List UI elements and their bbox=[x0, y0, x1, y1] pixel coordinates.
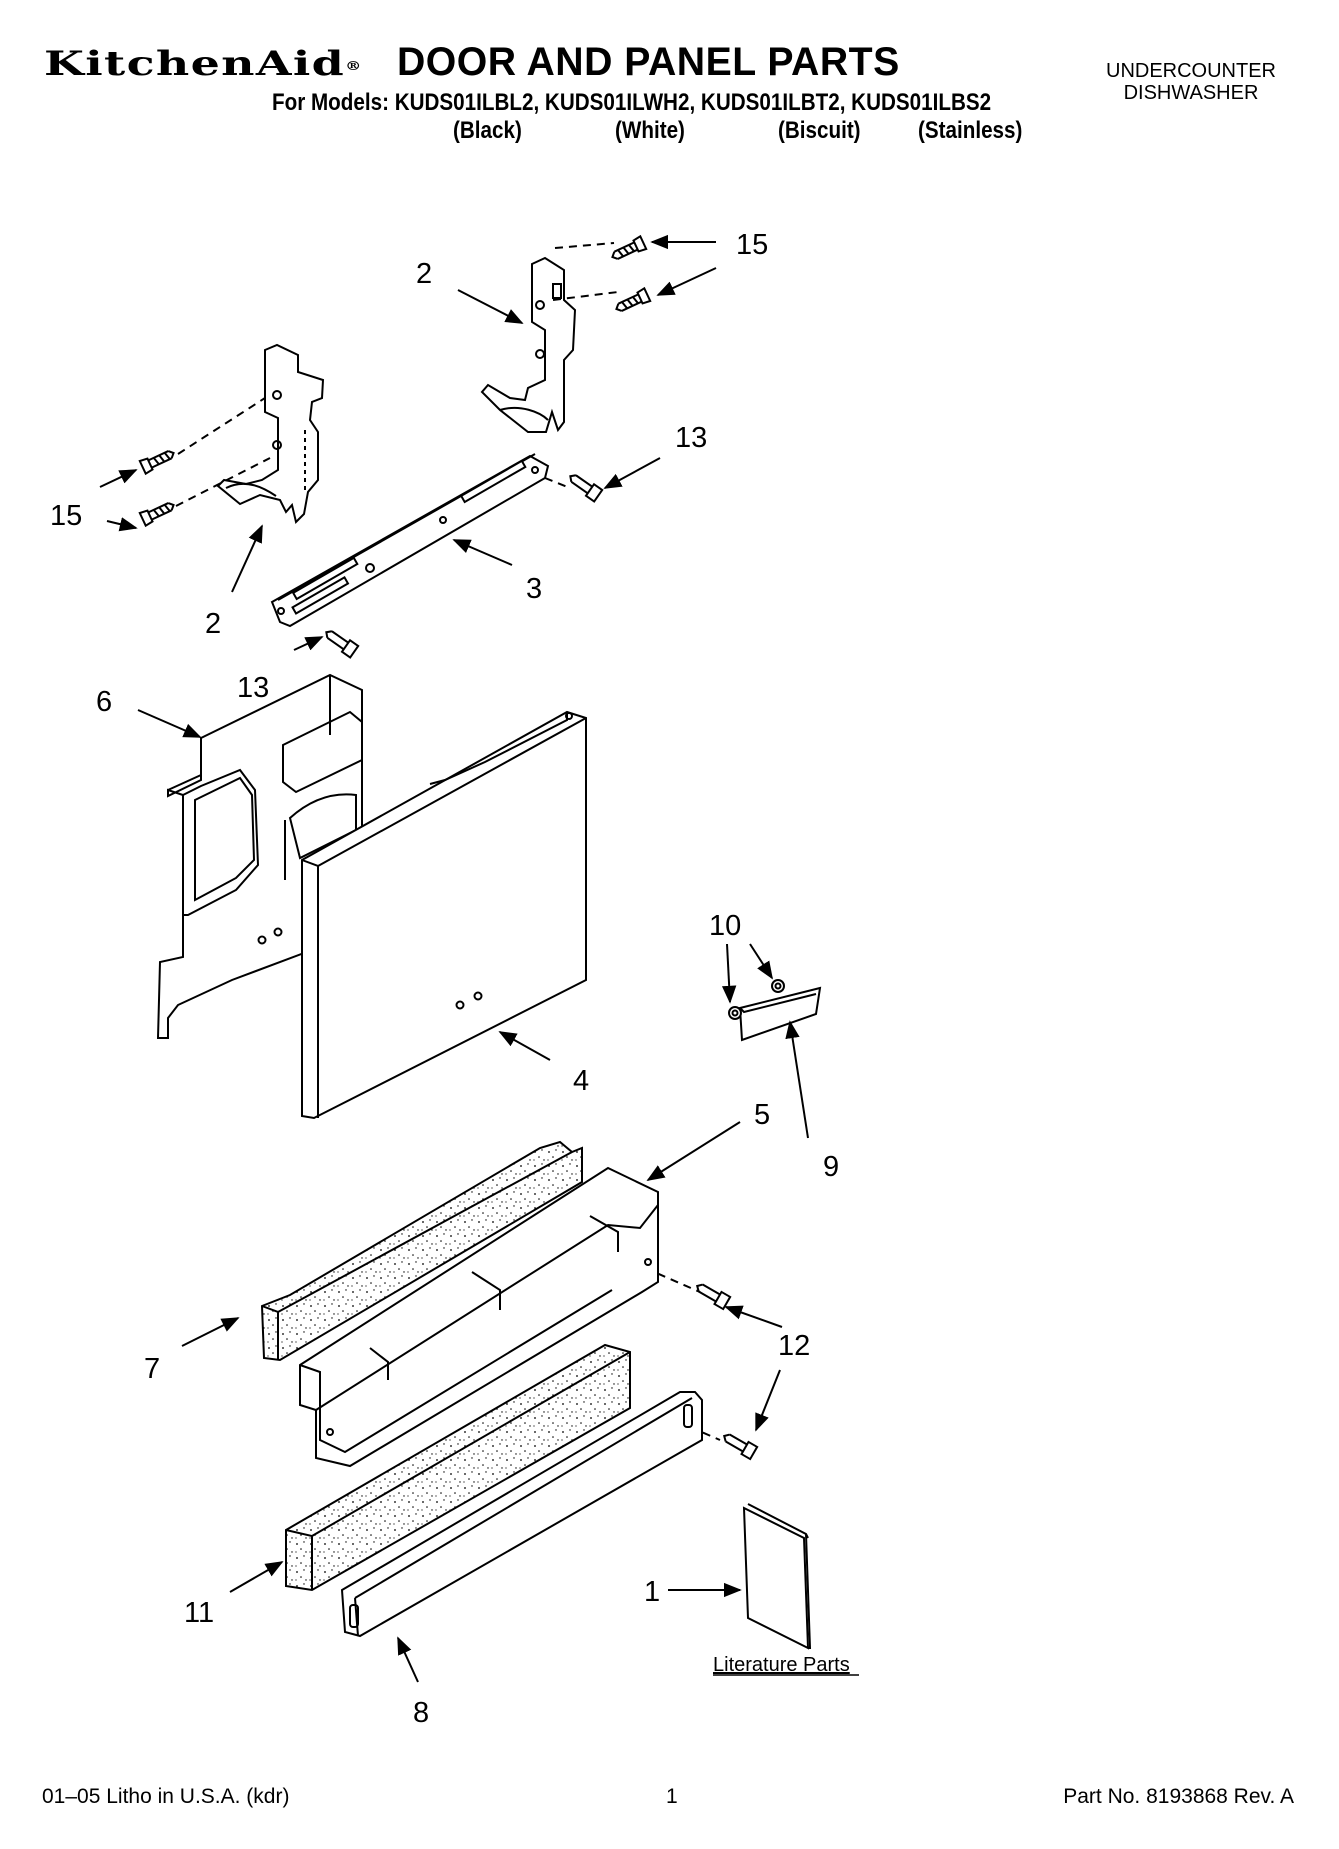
page-number: 1 bbox=[666, 1785, 678, 1808]
nut-10-a bbox=[771, 979, 785, 993]
callout-8: 8 bbox=[413, 1697, 429, 1729]
outer-door-panel bbox=[301, 710, 587, 1120]
literature-parts-label: Literature Parts bbox=[713, 1654, 850, 1676]
screw-15-upper-a bbox=[611, 234, 648, 260]
callout-4: 4 bbox=[573, 1065, 589, 1097]
screw-12-upper bbox=[695, 1283, 732, 1311]
screw-13-right bbox=[569, 474, 604, 503]
appliance-line-1: UNDERCOUNTER bbox=[1106, 60, 1276, 82]
callout-15-left: 15 bbox=[50, 500, 82, 532]
callout-9: 9 bbox=[823, 1151, 839, 1183]
callout-labels: 15 2 13 15 2 3 13 6 10 4 9 5 12 7 12 11 … bbox=[50, 229, 839, 1729]
literature-booklet bbox=[742, 1503, 812, 1650]
toe-strip bbox=[340, 1391, 703, 1638]
callout-15-top-right: 15 bbox=[736, 229, 768, 261]
color-stainless: (Stainless) bbox=[918, 117, 1023, 144]
appliance-line-2: DISHWASHER bbox=[1123, 82, 1259, 104]
hinge-bracket-left bbox=[216, 343, 325, 524]
callout-7: 7 bbox=[144, 1353, 160, 1385]
callout-5: 5 bbox=[754, 1099, 770, 1131]
callout-10: 10 bbox=[709, 910, 741, 942]
page-title: DOOR AND PANEL PARTS bbox=[397, 40, 900, 84]
page-footer: 01–05 Litho in U.S.A. (kdr) 1 Part No. 8… bbox=[0, 1785, 1339, 1825]
callout-11: 11 bbox=[184, 1597, 214, 1629]
screw-13-left bbox=[325, 630, 360, 659]
screw-15-upper-b bbox=[615, 286, 652, 312]
color-white: (White) bbox=[615, 117, 685, 144]
appliance-type: UNDERCOUNTER DISHWASHER bbox=[1106, 60, 1276, 104]
litho-note: 01–05 Litho in U.S.A. (kdr) bbox=[42, 1785, 290, 1808]
hinge-bracket-right bbox=[480, 256, 577, 433]
screw-15-lower-b bbox=[138, 502, 175, 528]
part-number: Part No. 8193868 Rev. A bbox=[1063, 1785, 1294, 1808]
lower-foam-insulation bbox=[285, 1343, 631, 1592]
callout-12-upper: 12 bbox=[778, 1330, 810, 1362]
callout-2-left: 2 bbox=[205, 608, 221, 640]
brand-registered-mark: ® bbox=[345, 59, 363, 73]
callout-13-right: 13 bbox=[675, 422, 707, 454]
color-black: (Black) bbox=[453, 117, 522, 144]
upper-foam-insulation bbox=[260, 1140, 583, 1362]
screw-15-lower-a bbox=[138, 450, 175, 476]
nut-10-b bbox=[728, 1006, 742, 1020]
toe-panel-bracket bbox=[299, 1166, 659, 1468]
screw-12-lower bbox=[722, 1433, 759, 1461]
brand-name: KitchenAid bbox=[44, 44, 346, 84]
leader-arrows bbox=[99, 234, 809, 1683]
exploded-parts-diagram: 15 2 13 15 2 3 13 6 10 4 9 5 12 7 12 11 … bbox=[50, 229, 859, 1729]
brand-logo: KitchenAid® bbox=[44, 44, 363, 84]
callout-13-left: 13 bbox=[237, 672, 269, 704]
callout-3: 3 bbox=[526, 573, 542, 605]
models-line: For Models: KUDS01ILBL2, KUDS01ILWH2, KU… bbox=[272, 89, 992, 116]
mounting-rail bbox=[270, 453, 550, 628]
door-handle bbox=[738, 986, 822, 1042]
callout-1: 1 bbox=[644, 1576, 660, 1608]
callout-2-top: 2 bbox=[416, 258, 432, 290]
color-biscuit: (Biscuit) bbox=[778, 117, 861, 144]
callout-6: 6 bbox=[96, 686, 112, 718]
page-header: KitchenAid® DOOR AND PANEL PARTS For Mod… bbox=[0, 0, 1339, 170]
